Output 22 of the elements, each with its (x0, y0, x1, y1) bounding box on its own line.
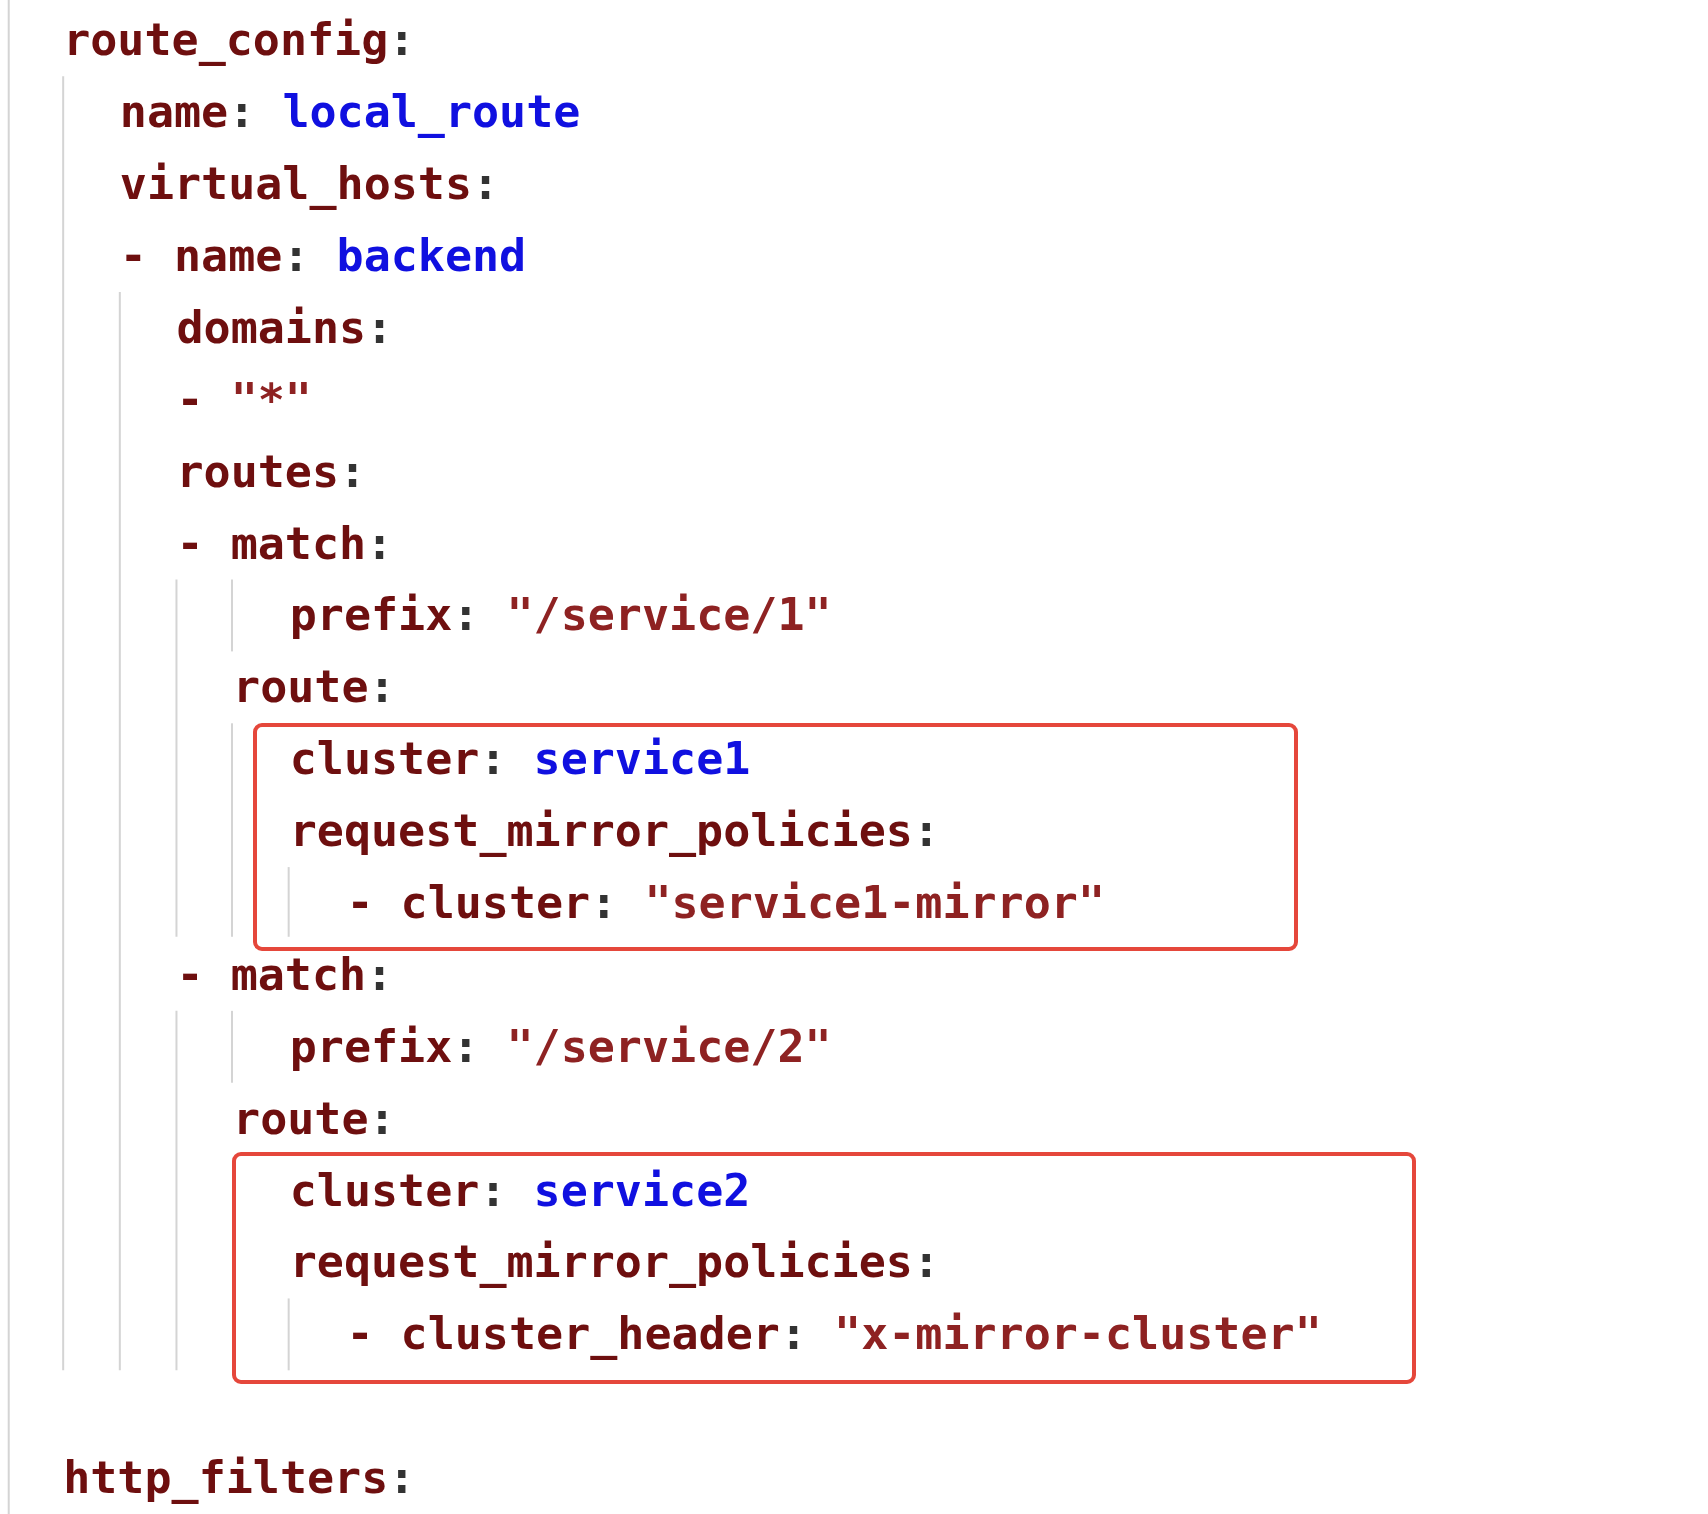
code-line: route: (233, 659, 396, 716)
code-line: - match: (176, 515, 394, 572)
code-line: name: local_route (119, 84, 581, 141)
highlight-box (232, 1152, 1417, 1385)
code-line: - name: backend (119, 227, 527, 284)
code-line: http_filters: (63, 1450, 416, 1507)
code-line: request_mirror_policies: (289, 1234, 940, 1291)
code-line: domains: (176, 299, 394, 356)
code-line: route: (233, 1090, 396, 1147)
code-line: - cluster: "service1-mirror" (346, 875, 1105, 931)
code-line: virtual_hosts: (119, 156, 500, 213)
code-line: prefix: "/service/1" (289, 587, 832, 644)
code-line: - match: (176, 946, 394, 1003)
code-line: request_mirror_policies: (289, 803, 940, 860)
highlight-box (252, 723, 1299, 951)
code-line: cluster: service1 (289, 731, 751, 788)
code-line: routes: (176, 443, 367, 500)
code-line: cluster: service2 (289, 1162, 751, 1219)
code-line: - "*" (176, 371, 312, 428)
code-line: - cluster_header: "x-mirror-cluster" (346, 1306, 1322, 1363)
code-line: prefix: "/service/2" (289, 1018, 832, 1075)
code-line: route_config: (63, 12, 416, 69)
